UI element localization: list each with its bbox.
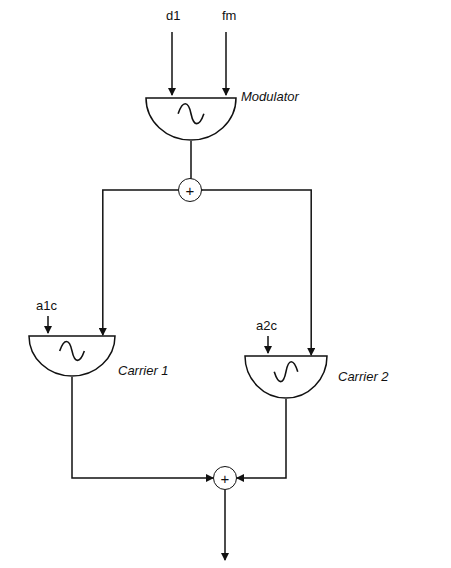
sum-sign: + — [214, 467, 236, 489]
unit-name: Carrier 1 — [118, 363, 169, 378]
oscillator-shape — [28, 335, 116, 377]
oscillator-unit: Carrier 2 — [244, 355, 328, 399]
unit-name: Carrier 2 — [338, 369, 389, 384]
oscillator-shape — [145, 97, 237, 141]
sine-symbol — [178, 104, 204, 124]
oscillator-unit: Modulator — [145, 97, 237, 141]
signal-name: a1c — [36, 298, 57, 313]
input-arrow — [225, 32, 227, 95]
sine-symbol — [274, 362, 298, 382]
input-arrow — [171, 32, 173, 95]
signal-line — [103, 190, 178, 335]
signal-line — [202, 190, 311, 355]
summing-junction: + — [213, 466, 237, 490]
sine-symbol — [60, 342, 85, 361]
oscillator-outline — [245, 356, 327, 398]
oscillator-outline — [29, 336, 115, 376]
signal-line — [72, 377, 213, 478]
signal-line — [237, 399, 286, 478]
oscillator-shape — [244, 355, 328, 399]
signal-name: d1 — [166, 8, 180, 23]
sum-sign: + — [179, 179, 201, 201]
input-arrow — [267, 336, 269, 353]
oscillator-outline — [146, 98, 236, 140]
output-arrow — [224, 490, 226, 560]
summing-junction: + — [178, 178, 202, 202]
oscillator-unit: Carrier 1 — [28, 335, 116, 377]
signal-name: a2c — [256, 318, 277, 333]
input-arrow — [47, 316, 49, 333]
unit-name: Modulator — [241, 89, 299, 104]
signal-name: fm — [222, 8, 236, 23]
